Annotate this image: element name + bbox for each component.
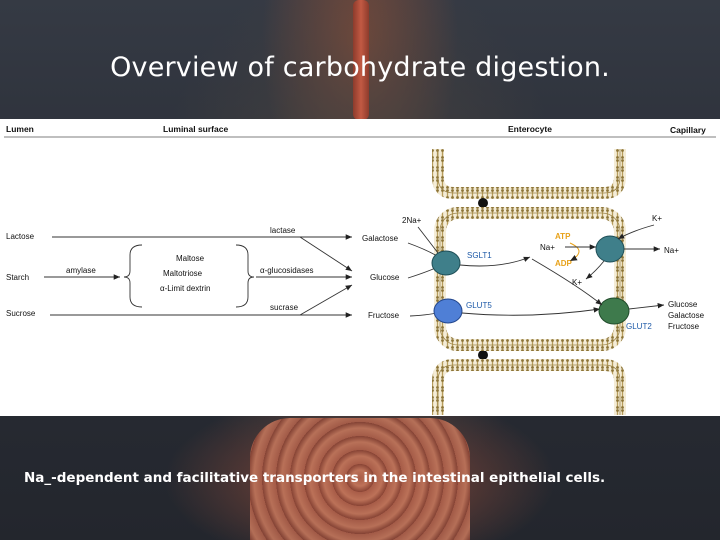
diagram-svg: Lumen Luminal surface Enterocyte Capilla… bbox=[4, 124, 716, 415]
sugar-starch: Starch bbox=[6, 273, 29, 282]
out-glucose: Glucose bbox=[668, 300, 698, 309]
arrow-fructose-through-cell bbox=[461, 307, 601, 316]
enterocyte-outline bbox=[439, 212, 621, 346]
label-adp: ADP bbox=[555, 259, 573, 268]
mono-glucose: Glucose bbox=[370, 273, 400, 282]
mono-galactose: Galactose bbox=[362, 234, 399, 243]
label-glut5: GLUT5 bbox=[466, 301, 492, 310]
arrow-lactose-to-glucose bbox=[299, 236, 353, 272]
header-capillary: Capillary bbox=[670, 125, 706, 135]
intermediate-maltotriose: Maltotriose bbox=[163, 269, 203, 278]
arrow-k-in bbox=[617, 224, 655, 240]
label-glut2: GLUT2 bbox=[626, 322, 652, 331]
arrow-glucose-to-glut2 bbox=[531, 258, 603, 306]
enzyme-sucrase: sucrase bbox=[270, 303, 299, 312]
arrow-k-to-cytosol bbox=[585, 260, 605, 280]
ion-2na: 2Na+ bbox=[402, 216, 422, 225]
label-atp: ATP bbox=[555, 232, 571, 241]
lower-cell-outline bbox=[437, 364, 621, 415]
na-k-pump bbox=[595, 235, 625, 263]
intestine-illustration bbox=[250, 418, 470, 540]
enterocyte-membrane bbox=[434, 207, 626, 351]
mono-fructose: Fructose bbox=[368, 311, 400, 320]
out-fructose: Fructose bbox=[668, 322, 700, 331]
slide-caption: Na_-dependent and facilitative transport… bbox=[24, 470, 606, 486]
lower-cell-membrane bbox=[432, 359, 626, 415]
enzyme-glucosidases: α-glucosidases bbox=[260, 266, 314, 275]
enzyme-amylase: amylase bbox=[66, 266, 96, 275]
tight-junction-lower bbox=[478, 350, 488, 360]
header-enterocyte: Enterocyte bbox=[508, 124, 552, 134]
tight-junction-upper bbox=[478, 198, 488, 208]
intermediate-limit-dextrin: α-Limit dextrin bbox=[160, 284, 210, 293]
sugar-lactose: Lactose bbox=[6, 232, 35, 241]
digestion-diagram: Lumen Luminal surface Enterocyte Capilla… bbox=[0, 119, 720, 416]
ion-na-extracellular: Na+ bbox=[664, 246, 679, 255]
header-luminal-surface: Luminal surface bbox=[163, 124, 228, 134]
upper-cell-outline bbox=[437, 149, 621, 194]
enzyme-lactase: lactase bbox=[270, 226, 296, 235]
arrow-sucrose-to-glucose bbox=[299, 284, 353, 316]
brace-right bbox=[235, 244, 255, 308]
esophagus-illustration bbox=[353, 0, 369, 120]
ion-k-extracellular: K+ bbox=[652, 214, 662, 223]
header-lumen: Lumen bbox=[6, 124, 34, 134]
arrow-sglt1-into-cell bbox=[459, 256, 531, 267]
slide-title: Overview of carbohydrate digestion. bbox=[110, 52, 610, 83]
ion-na-intracellular: Na+ bbox=[540, 243, 555, 252]
brace-left bbox=[123, 244, 143, 308]
arrow-glut2-out bbox=[628, 303, 665, 310]
label-sglt1: SGLT1 bbox=[467, 251, 492, 260]
glut5-transporter bbox=[433, 298, 463, 324]
out-galactose: Galactose bbox=[668, 311, 705, 320]
upper-cell-membrane bbox=[432, 149, 626, 199]
arrow-atp-hydrolysis bbox=[569, 242, 580, 262]
sugar-sucrose: Sucrose bbox=[6, 309, 36, 318]
glut2-transporter bbox=[598, 297, 630, 325]
intermediate-maltose: Maltose bbox=[176, 254, 205, 263]
sglt1-transporter bbox=[431, 250, 461, 276]
ion-k-intracellular: K+ bbox=[572, 278, 582, 287]
